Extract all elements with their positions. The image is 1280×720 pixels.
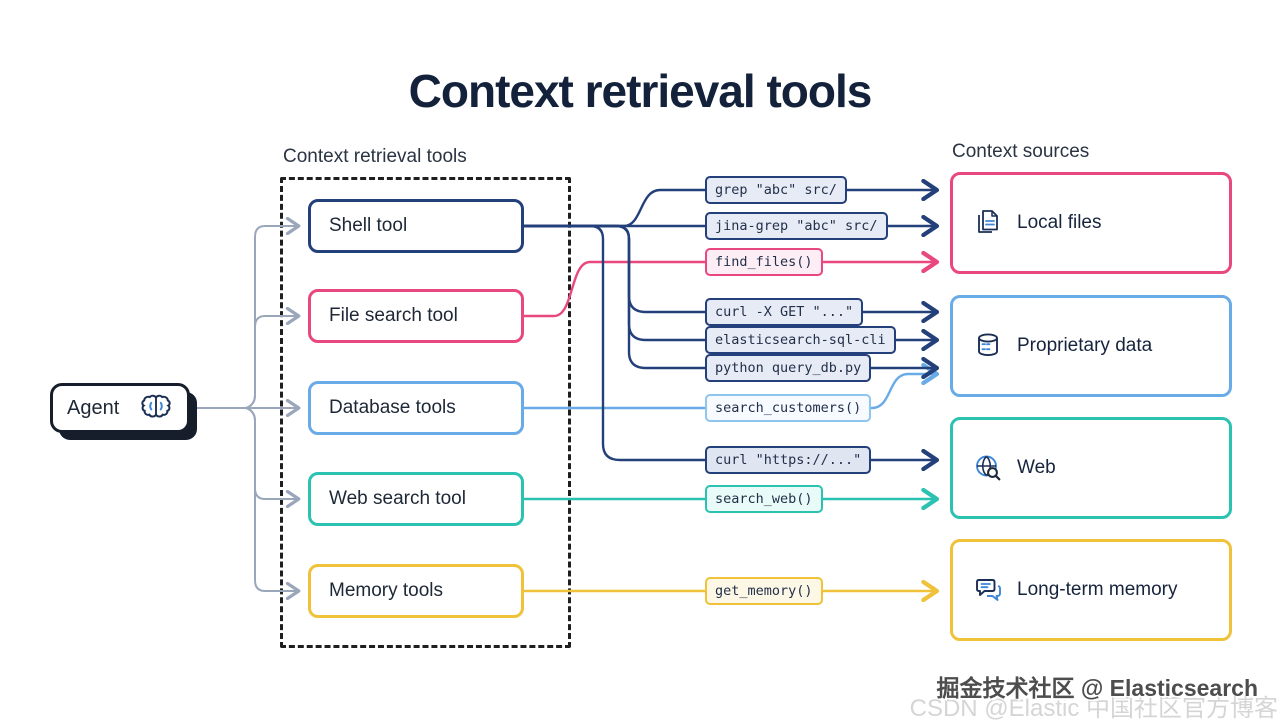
tools-group-container: [280, 177, 571, 648]
documents-icon: [978, 210, 998, 233]
command-curl-https: curl "https://...": [705, 446, 872, 474]
tools-group-label: Context retrieval tools: [283, 146, 467, 167]
agent-label: Agent: [67, 396, 120, 419]
tool-database-label: Database tools: [329, 397, 456, 418]
source-proprietary-data-label: Proprietary data: [1017, 335, 1153, 356]
command-search-customers: search_customers(): [705, 394, 872, 422]
tool-shell-label: Shell tool: [329, 215, 408, 236]
chat-bubbles-icon: [976, 579, 1001, 601]
watermark-juejin: 掘金技术社区 @ Elasticsearch: [936, 675, 1258, 701]
tool-memory: Memory tools: [308, 564, 524, 618]
command-grep: grep "abc" src/: [705, 176, 847, 204]
watermark-csdn: CSDN @Elastic 中国社区官方博客: [909, 695, 1278, 720]
tool-memory-label: Memory tools: [329, 580, 444, 601]
source-proprietary-data: Proprietary data: [950, 295, 1232, 397]
command-python-query-db: python query_db.py: [705, 354, 872, 382]
source-local-files-label: Local files: [1017, 212, 1102, 233]
agent-node: Agent: [50, 383, 190, 433]
source-long-term-memory-label: Long-term memory: [1017, 579, 1178, 600]
command-find-files: find_files(): [705, 248, 823, 276]
tool-file-search: File search tool: [308, 289, 524, 343]
source-web-label: Web: [1017, 457, 1056, 478]
source-local-files: Local files: [950, 172, 1232, 274]
tool-web-search: Web search tool: [308, 472, 524, 526]
database-icon: [978, 333, 998, 357]
brain-gear-icon: [141, 394, 171, 418]
tool-shell: Shell tool: [308, 199, 524, 253]
tool-web-search-label: Web search tool: [329, 488, 466, 509]
tool-database: Database tools: [308, 381, 524, 435]
sources-group-label: Context sources: [952, 141, 1090, 162]
command-jina-grep: jina-grep "abc" src/: [705, 212, 888, 240]
page-title: Context retrieval tools: [408, 65, 873, 117]
command-curl-get: curl -X GET "...": [705, 298, 864, 326]
command-search-web: search_web(): [705, 485, 823, 513]
globe-search-icon: [976, 455, 1001, 481]
command-es-sql-cli: elasticsearch-sql-cli: [705, 326, 896, 354]
tool-file-search-label: File search tool: [329, 305, 458, 326]
command-get-memory: get_memory(): [705, 577, 823, 605]
source-web: Web: [950, 417, 1232, 519]
source-long-term-memory: Long-term memory: [950, 539, 1232, 641]
